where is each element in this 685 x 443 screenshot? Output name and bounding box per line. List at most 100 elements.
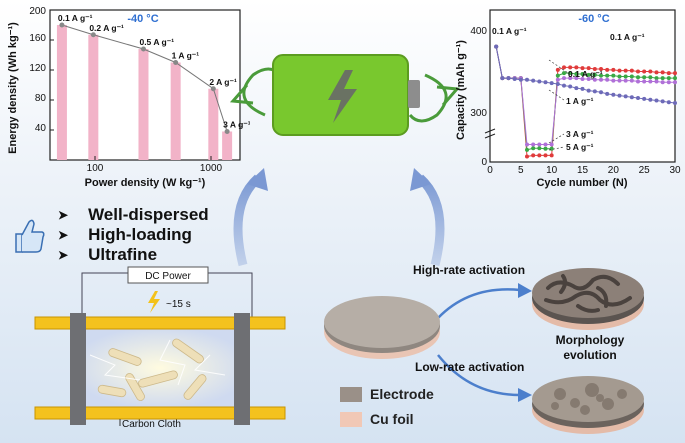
arrow-head-icon <box>247 168 268 191</box>
data-point <box>59 22 65 28</box>
series-point <box>580 86 585 91</box>
xtick: 15 <box>577 165 589 176</box>
series-point <box>568 84 573 89</box>
series-point <box>568 71 573 76</box>
series-point <box>648 79 653 84</box>
series-point <box>562 76 566 81</box>
point-label: 1 A g⁻¹ <box>172 51 200 61</box>
feature-item: ➤Well-dispersed <box>58 205 209 224</box>
low-rate-disc <box>532 376 644 434</box>
arrow-head-icon <box>436 85 461 106</box>
xtick: 100 <box>87 163 104 174</box>
bar <box>208 88 219 160</box>
series-point <box>599 77 603 82</box>
series-point <box>611 73 616 78</box>
xtick: 1000 <box>200 163 223 174</box>
xtick: 10 <box>546 165 558 176</box>
series-point <box>617 93 622 98</box>
ytick: 160 <box>29 33 46 44</box>
series-point <box>525 154 529 159</box>
series-point <box>543 80 548 85</box>
bar <box>170 62 181 160</box>
series-point <box>623 78 628 83</box>
bullet-icon: ➤ <box>58 248 69 262</box>
series-point <box>648 97 653 102</box>
series-point <box>586 76 591 81</box>
series-point <box>617 68 622 73</box>
series-point <box>580 71 585 76</box>
series-point <box>555 81 560 86</box>
series-point <box>605 73 610 78</box>
x-axis-label: Cycle number (N) <box>536 177 627 189</box>
series-point <box>623 74 628 79</box>
xtick: 5 <box>518 165 524 176</box>
annotation-label: 3 A g⁻¹ <box>566 129 594 139</box>
series-point <box>660 99 665 104</box>
top-electrode-plate <box>34 316 286 330</box>
series-point <box>580 76 585 81</box>
battery-graphic <box>229 54 461 136</box>
series-point <box>592 72 597 77</box>
dc-power-box <box>127 266 209 284</box>
series-point <box>673 71 677 76</box>
series-point <box>549 142 554 147</box>
ytick: 300 <box>470 108 487 119</box>
series-point <box>654 98 659 103</box>
ytick: 80 <box>35 93 47 104</box>
series-point <box>636 75 640 80</box>
series-point <box>617 74 622 79</box>
high-rate-arrow <box>437 288 521 319</box>
series-point <box>537 142 542 147</box>
energy-line <box>61 24 228 132</box>
series-point <box>636 96 640 101</box>
series-point <box>525 77 529 82</box>
series-point <box>654 79 659 84</box>
annotation-label: 1 A g⁻¹ <box>566 96 594 106</box>
bar <box>138 49 149 160</box>
data-point <box>140 46 146 52</box>
chart-title: -40 °C <box>127 13 158 25</box>
series-point <box>629 78 634 83</box>
arrow-head-icon <box>518 283 532 298</box>
series-point <box>512 76 517 81</box>
series-point <box>555 77 560 82</box>
chart-title: -60 °C <box>578 13 609 25</box>
series-point <box>642 69 647 74</box>
bar-group <box>56 25 233 160</box>
data-point <box>210 86 216 92</box>
low-rate-label: Low-rate activation <box>415 360 525 374</box>
electrode-swatch <box>340 387 362 402</box>
series-point <box>629 74 634 79</box>
series-point <box>562 65 566 70</box>
series-point <box>660 80 665 85</box>
electrode-legend-label: Electrode <box>370 386 434 402</box>
series-point <box>537 153 542 158</box>
data-point <box>90 32 96 38</box>
series-point <box>531 78 536 83</box>
porous-network <box>544 274 632 313</box>
arrow-head-icon <box>229 84 254 105</box>
ytick: 200 <box>29 6 46 17</box>
point-label: 0.1 A g⁻¹ <box>58 13 93 23</box>
series-point <box>592 77 597 82</box>
series-point <box>660 70 665 75</box>
dc-power-apparatus: DC Power ~15 s Carbon Cloth <box>34 266 286 430</box>
series-point <box>592 89 597 94</box>
data-point <box>224 129 230 134</box>
series-point <box>636 69 640 74</box>
series-points <box>494 44 677 159</box>
series-point <box>518 77 523 82</box>
energy-density-chart: 0.1 A g⁻¹0.2 A g⁻¹0.5 A g⁻¹1 A g⁻¹2 A g⁻… <box>7 6 250 189</box>
series-point <box>666 100 671 105</box>
series-point <box>568 65 573 70</box>
series-point <box>586 72 591 77</box>
bullet-icon: ➤ <box>58 208 69 222</box>
annotation-label: 0.1 A g⁻¹ <box>610 32 645 42</box>
series-point <box>506 76 511 81</box>
feature-item: ➤High-loading <box>58 225 192 244</box>
series-point <box>543 142 548 147</box>
cycle-arrow-icon <box>408 73 448 123</box>
series-point <box>531 146 536 151</box>
series-point <box>623 94 628 99</box>
